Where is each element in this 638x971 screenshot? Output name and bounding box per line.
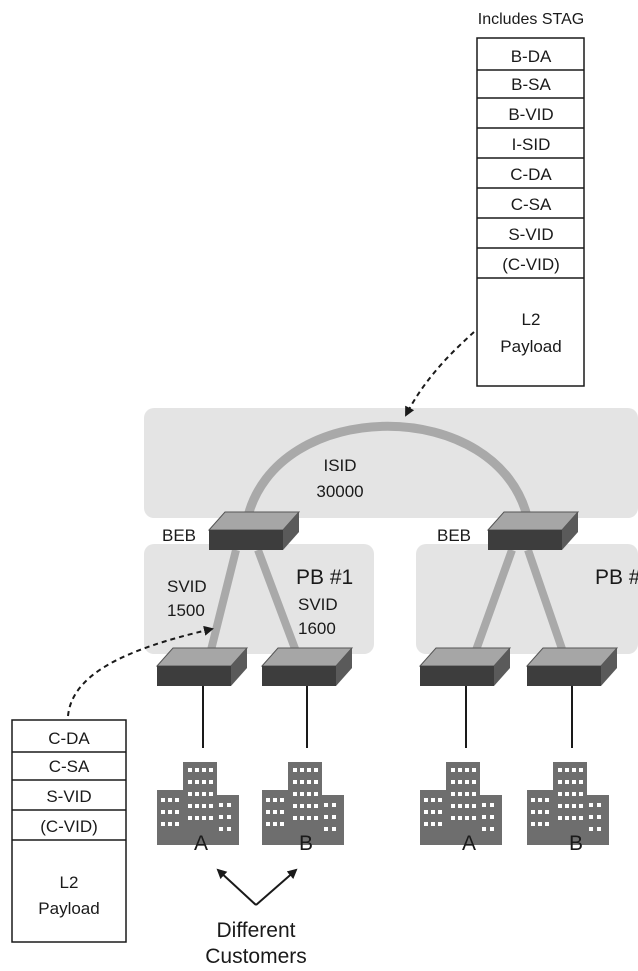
customer-b1-label: B xyxy=(299,832,313,855)
bottom-frame-stack xyxy=(11,719,127,943)
bottom-field-c-vid: (C-VID) xyxy=(40,817,98,836)
customer-a1-label: A xyxy=(194,832,208,855)
svid-1600-label: SVID xyxy=(298,595,338,614)
beb-right-label: BEB xyxy=(437,526,471,545)
bottom-payload-line1: L2 xyxy=(60,873,79,892)
top-field-b-sa: B-SA xyxy=(511,75,551,94)
top-field-b-da: B-DA xyxy=(511,47,552,66)
bottom-field-s-vid: S-VID xyxy=(46,787,91,806)
top-payload-line1: L2 xyxy=(522,310,541,329)
bottom-field-c-sa: C-SA xyxy=(49,757,90,776)
top-field-c-vid: (C-VID) xyxy=(502,255,560,274)
beb-right-switch-icon xyxy=(487,511,579,551)
svid-1500-label: SVID xyxy=(167,577,207,596)
isid-label: ISID xyxy=(323,456,356,475)
caption-arrow-b xyxy=(255,868,298,906)
pb1-label: PB #1 xyxy=(296,566,353,589)
caption-line1: Different xyxy=(217,919,296,942)
bottom-payload-line2: Payload xyxy=(38,899,99,918)
customer-a2-label: A xyxy=(462,832,476,855)
top-field-s-vid: S-VID xyxy=(508,225,553,244)
pb1-switch-a-icon xyxy=(156,647,248,687)
top-stack-title: Includes STAG xyxy=(478,11,584,28)
pb2-label: PB #2 xyxy=(595,566,638,589)
top-payload-line2: Payload xyxy=(500,337,561,356)
pb2-region xyxy=(416,544,638,654)
svid-1600-value: 1600 xyxy=(298,619,336,638)
caption-line2: Customers xyxy=(205,945,307,968)
isid-tunnel xyxy=(242,421,533,521)
top-field-c-da: C-DA xyxy=(510,165,552,184)
pb2-switch-b-icon xyxy=(526,647,618,687)
top-frame-stack xyxy=(476,37,585,387)
svid-1500-value: 1500 xyxy=(167,601,205,620)
beb-left-switch-icon xyxy=(208,511,300,551)
bottom-stack-arrow xyxy=(67,625,214,717)
caption-arrow-a xyxy=(216,868,257,906)
pb2-switch-a-icon xyxy=(419,647,511,687)
beb-left-label: BEB xyxy=(162,526,196,545)
pb1-switch-b-icon xyxy=(261,647,353,687)
top-field-i-sid: I-SID xyxy=(512,135,551,154)
pb1-region xyxy=(144,544,374,654)
top-field-c-sa: C-SA xyxy=(511,195,552,214)
top-stack-arrow xyxy=(405,331,475,417)
customer-b2-label: B xyxy=(569,832,583,855)
isid-value: 30000 xyxy=(316,482,363,501)
top-field-b-vid: B-VID xyxy=(508,105,553,124)
bottom-field-c-da: C-DA xyxy=(48,729,90,748)
